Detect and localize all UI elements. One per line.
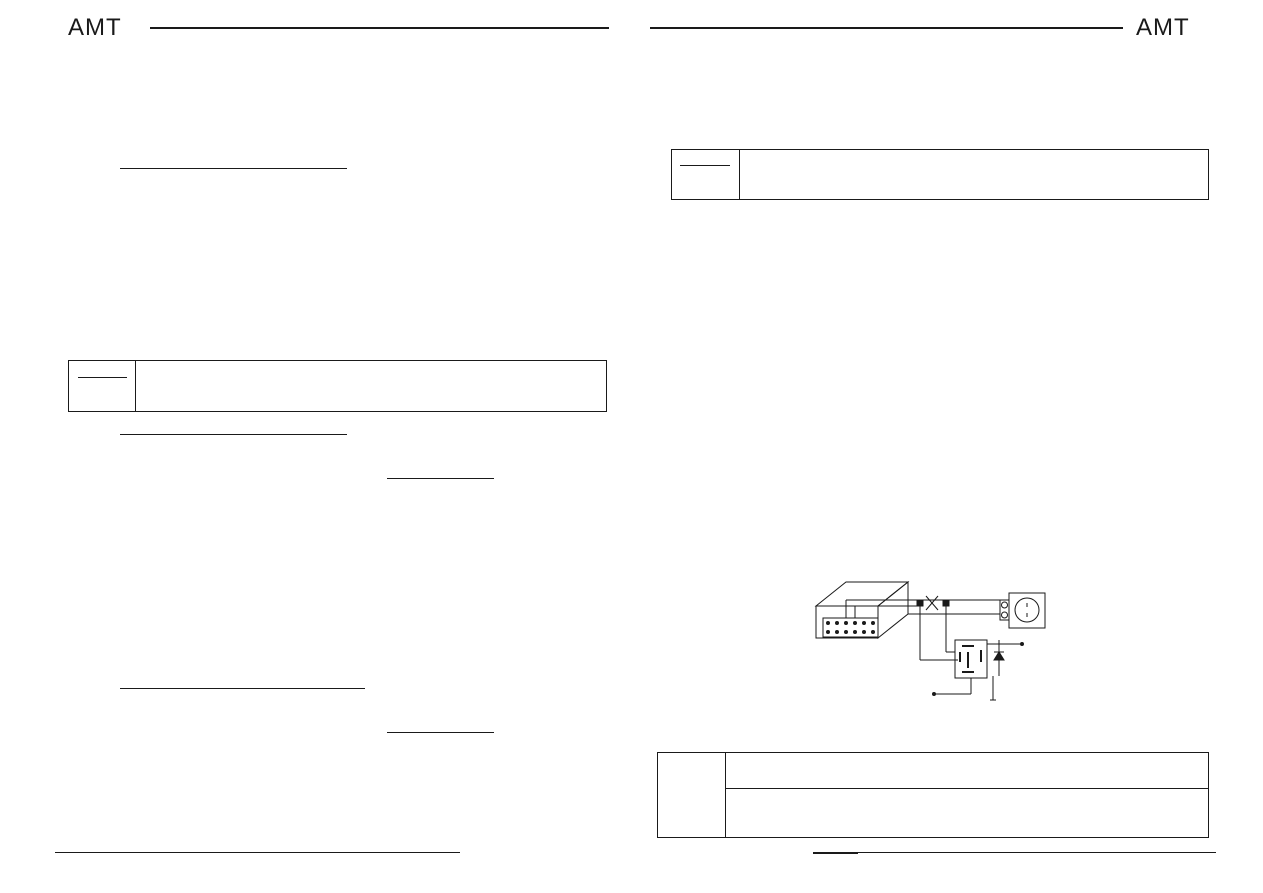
wiring-diagram: [814, 580, 1046, 701]
brand-logo-left: AMT: [68, 14, 122, 41]
cut-mark-icon: [925, 595, 939, 611]
note-box-right-top-divider: [739, 149, 740, 200]
note-box-right-top-mark: [680, 165, 730, 166]
footer-rule-right-accent: [813, 853, 858, 854]
section-heading-underline-2: [120, 434, 347, 435]
note-box-right-top: [671, 149, 1209, 200]
note-box-left-divider: [135, 360, 136, 412]
note-box-right-bottom-row-divider: [725, 788, 1209, 789]
brand-logo-right: AMT: [1136, 14, 1190, 41]
note-box-left: [68, 360, 607, 412]
inline-underline-2: [387, 732, 494, 733]
relay-icon: [954, 639, 988, 679]
section-heading-underline-3: [120, 688, 365, 689]
footer-rule-left: [55, 852, 460, 853]
footer-rule-right: [813, 852, 1216, 853]
diode-icon: [987, 640, 1024, 701]
inline-underline-1: [387, 478, 494, 479]
note-box-right-bottom-divider: [725, 752, 726, 838]
header-rule-left: [150, 27, 609, 29]
note-box-left-mark: [78, 377, 127, 378]
lock-switch-icon: [999, 592, 1046, 629]
header-rule-right: [650, 27, 1123, 29]
note-box-right-bottom: [657, 752, 1209, 838]
section-heading-underline-1: [120, 168, 347, 169]
control-unit-icon: [814, 580, 910, 640]
